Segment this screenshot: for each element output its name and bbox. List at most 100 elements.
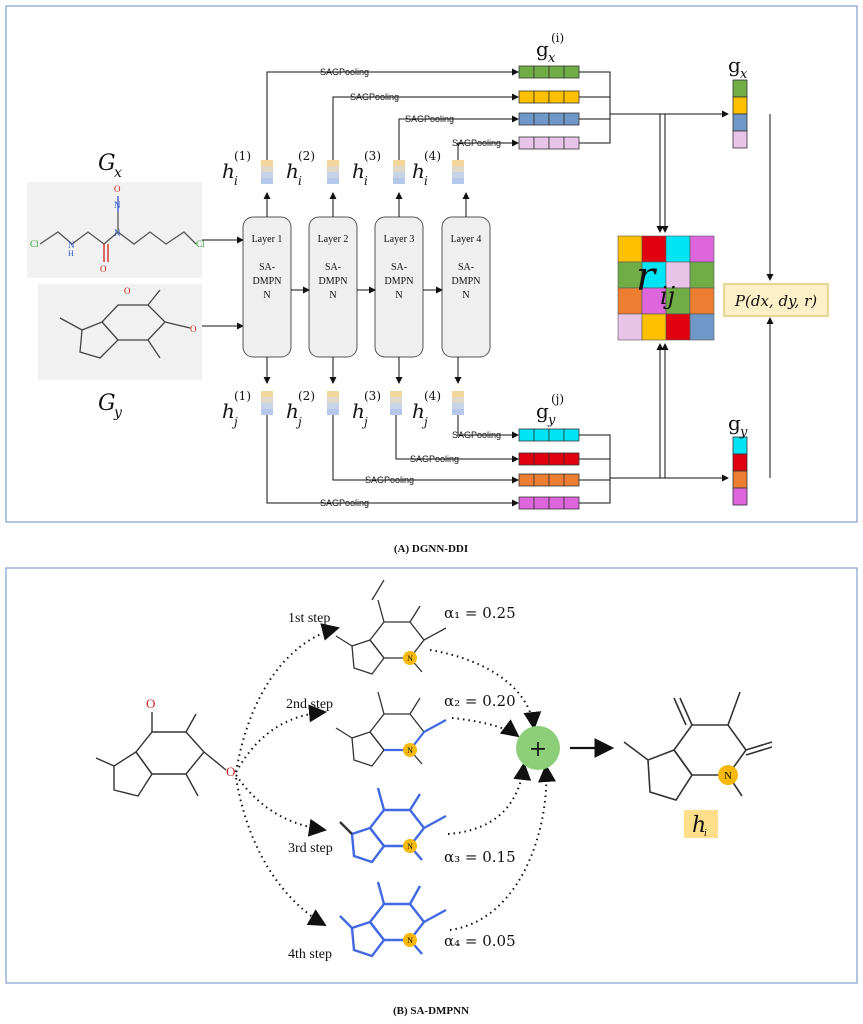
svg-text:N: N [114,228,121,238]
aggregate-bottom [579,317,774,504]
svg-text:j: j [231,415,238,429]
svg-text:i: i [424,174,428,188]
step-4-molecule [339,881,447,958]
probability-label: P(dx, dy, r) [734,292,817,310]
caption-a: (A) DGNN-DDI [394,543,468,555]
pool-label-5: SAGPooling [452,430,501,440]
svg-text:O: O [190,324,197,334]
svg-text:H: H [68,249,74,258]
svg-text:h: h [286,159,299,183]
svg-text:DMPN: DMPN [253,276,282,287]
pool-label-7: SAGPooling [365,475,414,485]
step-4-label: 4th step [288,947,332,962]
svg-text:r: r [636,254,658,300]
svg-text:h: h [352,159,365,183]
panel-b-frame [5,567,858,984]
svg-text:h: h [286,399,299,423]
svg-text:DMPN: DMPN [452,276,481,287]
output-label-sub: i [704,829,707,839]
pool-label-1: SAGPooling [320,67,369,77]
output-label-box [684,810,718,838]
step-2-label: 2nd step [286,697,333,712]
output-label: h [692,813,706,838]
svg-text:x: x [548,51,556,66]
svg-text:N: N [263,290,270,301]
r-ij-label: r ij [636,254,676,310]
svg-text:(3): (3) [364,389,381,403]
gy-vector [732,436,748,506]
svg-text:Cl: Cl [196,239,205,249]
svg-text:O: O [114,184,121,194]
alpha-3-label: α₃ = 0.15 [444,848,516,866]
svg-text:g: g [728,53,741,77]
graph-x-label: G [98,151,116,176]
svg-text:SA-: SA- [325,262,341,273]
svg-text:y: y [739,425,748,440]
step-2-molecule [335,691,425,767]
step-3-label: 3rd step [288,841,333,856]
svg-text:N: N [407,654,413,663]
svg-text:j: j [421,415,428,429]
svg-text:N: N [462,290,469,301]
gx-vector [732,79,748,149]
feature-stacks-j [261,391,464,415]
molecule-gy-box [38,284,202,380]
svg-text:N: N [68,240,75,250]
svg-text:ij: ij [660,282,676,310]
svg-text:(4): (4) [424,149,441,163]
svg-text:(4): (4) [424,389,441,403]
gy-j-vectors [518,428,580,510]
molecule-gy [59,289,191,359]
layer-2: Layer 2 SA- DMPN N [308,216,358,358]
gx-i-label: g x (i) [536,31,564,66]
svg-text:N: N [329,290,336,301]
svg-text:O: O [226,764,235,779]
svg-text:Layer 2: Layer 2 [318,234,349,245]
layer-3: Layer 3 SA- DMPN N [374,216,424,358]
alpha-2-label: α₂ = 0.20 [444,692,516,710]
gy-label: g y [728,411,748,440]
svg-text:N: N [114,200,121,210]
svg-text:Layer 3: Layer 3 [384,234,415,245]
svg-text:h: h [412,159,425,183]
sum-node [516,726,560,770]
probability-box [723,283,829,317]
svg-text:(j): (j) [551,392,564,406]
layer-4: Layer 4 SA- DMPN N [441,216,491,358]
svg-text:i: i [234,174,238,188]
output-molecule [623,691,773,801]
svg-text:(2): (2) [298,149,315,163]
caption-b: (B) SA-DMPNN [393,1005,469,1017]
svg-text:N: N [407,936,413,945]
dotted-paths-in [235,623,340,926]
svg-text:DMPN: DMPN [319,276,348,287]
svg-text:Layer 1: Layer 1 [252,234,283,245]
layer-1: Layer 1 SA- DMPN N [242,216,292,358]
svg-text:Layer 4: Layer 4 [451,234,482,245]
svg-text:g: g [536,37,549,61]
svg-text:Cl: Cl [30,239,39,249]
pooling-paths-bottom [266,415,519,507]
alpha-4-label: α₄ = 0.05 [444,932,516,950]
panel-a-frame [5,5,858,523]
svg-text:N: N [407,842,413,851]
svg-text:N: N [407,746,413,755]
graph-y-sub: y [113,405,123,421]
gy-j-label: g y (j) [536,392,564,428]
svg-text:DMPN: DMPN [385,276,414,287]
svg-text:SA-: SA- [458,262,474,273]
svg-text:h: h [222,399,235,423]
svg-text:O: O [146,696,155,711]
dotted-paths-out [429,649,556,931]
graph-y-label: G [98,391,116,416]
svg-text:O: O [100,264,107,274]
svg-text:i: i [364,174,368,188]
gx-label: g x [728,53,748,82]
step-1-molecule [335,579,447,675]
svg-text:i: i [298,174,302,188]
svg-text:h: h [222,159,235,183]
input-molecule [95,712,227,797]
svg-text:j: j [295,415,302,429]
